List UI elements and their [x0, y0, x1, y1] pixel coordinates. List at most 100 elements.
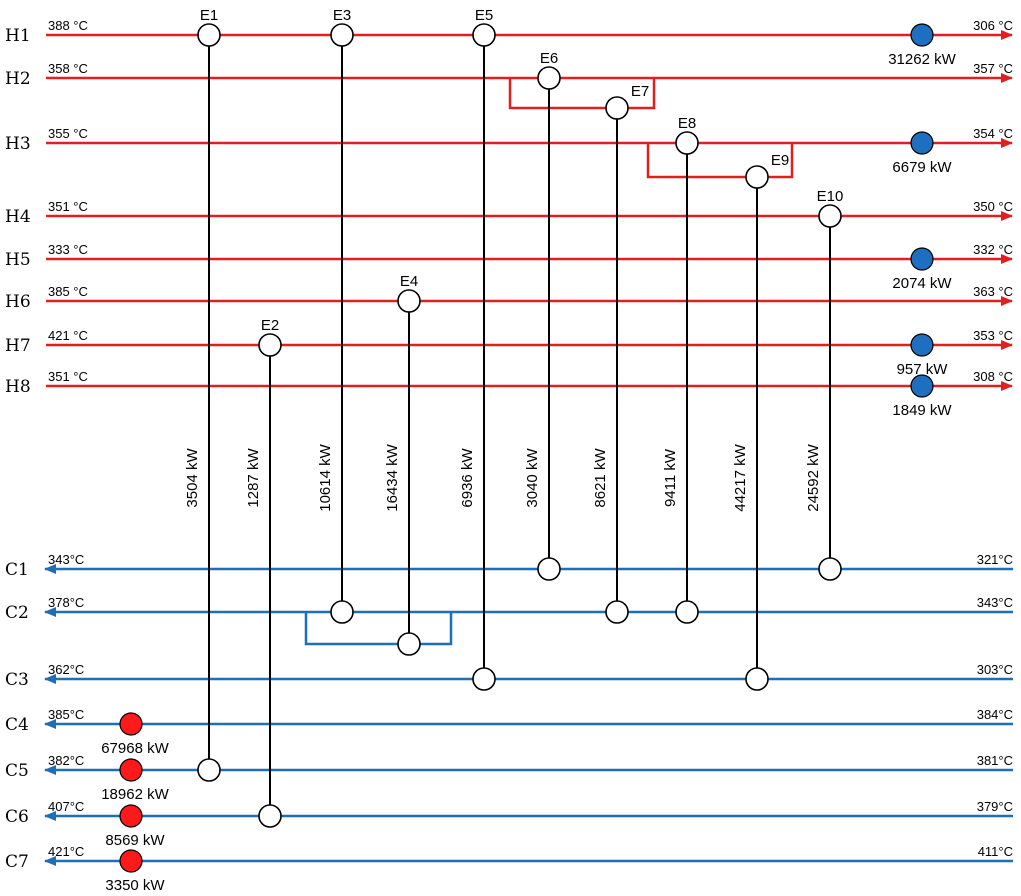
cold-stream-inlet-temp-c6: 379°C [977, 799, 1013, 814]
exchanger-duty-e8: 9411 kW [662, 448, 679, 507]
exchanger-duty-e7: 8621 kW [592, 448, 609, 508]
cold-stream-label-c4: C4 [5, 715, 29, 735]
exchanger-hot-side-e5 [472, 23, 496, 47]
heater-c6 [119, 804, 143, 828]
cold-stream-label-c1: C1 [5, 560, 29, 580]
cooler-h3 [910, 131, 934, 155]
hot-stream-inlet-temp-h3: 355 °C [48, 126, 88, 141]
exchanger-hot-side-e9 [745, 165, 769, 189]
cold-stream-inlet-temp-c7: 411°C [978, 844, 1013, 859]
cooler-h7 [910, 333, 934, 357]
exchanger-label-e7: E7 [631, 83, 649, 100]
cold-stream-outlet-temp-c4: 385°C [48, 707, 84, 722]
hot-stream-outlet-temp-h6: 363 °C [973, 284, 1013, 299]
heater-duty-c4: 67968 kW [101, 740, 169, 757]
exchanger-label-e9: E9 [771, 152, 789, 169]
c2-split-branch [304, 612, 453, 646]
exchanger-label-e8: E8 [678, 115, 696, 132]
hot-stream-label-h7: H7 [5, 336, 31, 356]
hot-stream-label-h5: H5 [5, 250, 31, 270]
exchanger-label-e2: E2 [261, 317, 279, 334]
exchanger-label-e10: E10 [817, 188, 844, 205]
exchanger-duty-e2: 1287 kW [245, 448, 262, 508]
hot-stream-outlet-temp-h1: 306 °C [973, 18, 1013, 33]
exchanger-cold-side-e3 [330, 600, 354, 624]
hot-stream-inlet-temp-h7: 421 °C [48, 328, 88, 343]
cold-stream-label-c3: C3 [5, 670, 29, 690]
exchanger-cold-side-e6 [537, 557, 561, 581]
hot-stream-inlet-temp-h4: 351 °C [48, 199, 88, 214]
cold-stream-label-c5: C5 [5, 761, 29, 781]
cooler-duty-h3: 6679 kW [892, 159, 952, 176]
hot-stream-label-h2: H2 [5, 69, 31, 89]
cooler-h8 [910, 374, 934, 398]
hot-stream-outlet-temp-h3: 354 °C [973, 126, 1013, 141]
cold-stream-outlet-temp-c1: 343°C [48, 552, 84, 567]
exchanger-hot-side-e8 [675, 131, 699, 155]
heater-c4 [119, 712, 143, 736]
exchanger-hot-side-e1 [197, 23, 221, 47]
exchanger-label-e5: E5 [475, 7, 493, 24]
cooler-duty-h1: 31262 kW [888, 51, 956, 68]
cold-stream-inlet-temp-c2: 343°C [977, 595, 1013, 610]
hot-stream-outlet-temp-h2: 357 °C [973, 61, 1013, 76]
exchanger-label-e1: E1 [200, 7, 218, 24]
hot-stream-outlet-temp-h8: 308 °C [973, 369, 1013, 384]
h2-split-branch [508, 78, 656, 110]
cold-stream-inlet-temp-c5: 381°C [977, 753, 1013, 768]
hot-stream-inlet-temp-h5: 333 °C [48, 242, 88, 257]
exchanger-duty-e5: 6936 kW [459, 448, 476, 508]
heater-c5 [119, 758, 143, 782]
exchanger-hot-side-e7 [605, 96, 629, 120]
exchanger-duty-e9: 44217 kW [732, 443, 749, 511]
exchanger-cold-side-e9 [745, 667, 769, 691]
exchanger-duty-e1: 3504 kW [184, 448, 201, 508]
heater-duty-c6: 8569 kW [105, 832, 165, 849]
hot-stream-label-h3: H3 [5, 134, 31, 154]
cold-stream-label-c6: C6 [5, 807, 29, 827]
exchanger-cold-side-e7 [605, 600, 629, 624]
cooler-h1 [910, 23, 934, 47]
cold-stream-inlet-temp-c1: 321°C [977, 552, 1013, 567]
hot-stream-label-h8: H8 [5, 377, 31, 397]
exchanger-cold-side-e4 [397, 632, 421, 656]
exchanger-duty-e6: 3040 kW [524, 448, 541, 508]
exchanger-duty-e4: 16434 kW [384, 443, 401, 511]
exchanger-hot-side-e10 [818, 204, 842, 228]
cold-stream-outlet-temp-c2: 378°C [48, 595, 84, 610]
heater-c7 [119, 849, 143, 873]
cold-stream-inlet-temp-c3: 303°C [977, 662, 1013, 677]
hot-stream-outlet-temp-h5: 332 °C [973, 242, 1013, 257]
exchanger-duty-e10: 24592 kW [805, 443, 822, 511]
cold-stream-outlet-temp-c5: 382°C [48, 753, 84, 768]
h3-split-branch [646, 143, 794, 179]
hot-stream-inlet-temp-h8: 351 °C [48, 369, 88, 384]
hot-stream-outlet-temp-h7: 353 °C [973, 328, 1013, 343]
exchanger-hot-side-e4 [397, 289, 421, 313]
cold-stream-outlet-temp-c3: 362°C [48, 662, 84, 677]
exchanger-cold-side-e2 [258, 804, 282, 828]
hot-stream-label-h6: H6 [5, 292, 31, 312]
exchanger-cold-side-e5 [472, 667, 496, 691]
cold-stream-outlet-temp-c6: 407°C [48, 799, 84, 814]
cooler-duty-h5: 2074 kW [892, 275, 952, 292]
cold-stream-inlet-temp-c4: 384°C [977, 707, 1013, 722]
cold-stream-label-c2: C2 [5, 603, 29, 623]
heater-duty-c7: 3350 kW [105, 877, 165, 894]
exchanger-cold-side-e1 [197, 758, 221, 782]
cooler-h5 [910, 247, 934, 271]
hot-stream-label-h1: H1 [5, 26, 31, 46]
exchanger-label-e3: E3 [333, 7, 351, 24]
cooler-duty-h7: 957 kW [897, 361, 949, 378]
exchanger-duty-e3: 10614 kW [317, 443, 334, 511]
exchanger-label-e4: E4 [400, 273, 418, 290]
hot-stream-inlet-temp-h6: 385 °C [48, 284, 88, 299]
exchanger-label-e6: E6 [540, 50, 558, 67]
hot-stream-inlet-temp-h1: 388 °C [48, 18, 88, 33]
heater-duty-c5: 18962 kW [101, 786, 169, 803]
exchanger-cold-side-e10 [818, 557, 842, 581]
cooler-duty-h8: 1849 kW [892, 402, 952, 419]
exchanger-hot-side-e3 [330, 23, 354, 47]
hot-stream-inlet-temp-h2: 358 °C [48, 61, 88, 76]
